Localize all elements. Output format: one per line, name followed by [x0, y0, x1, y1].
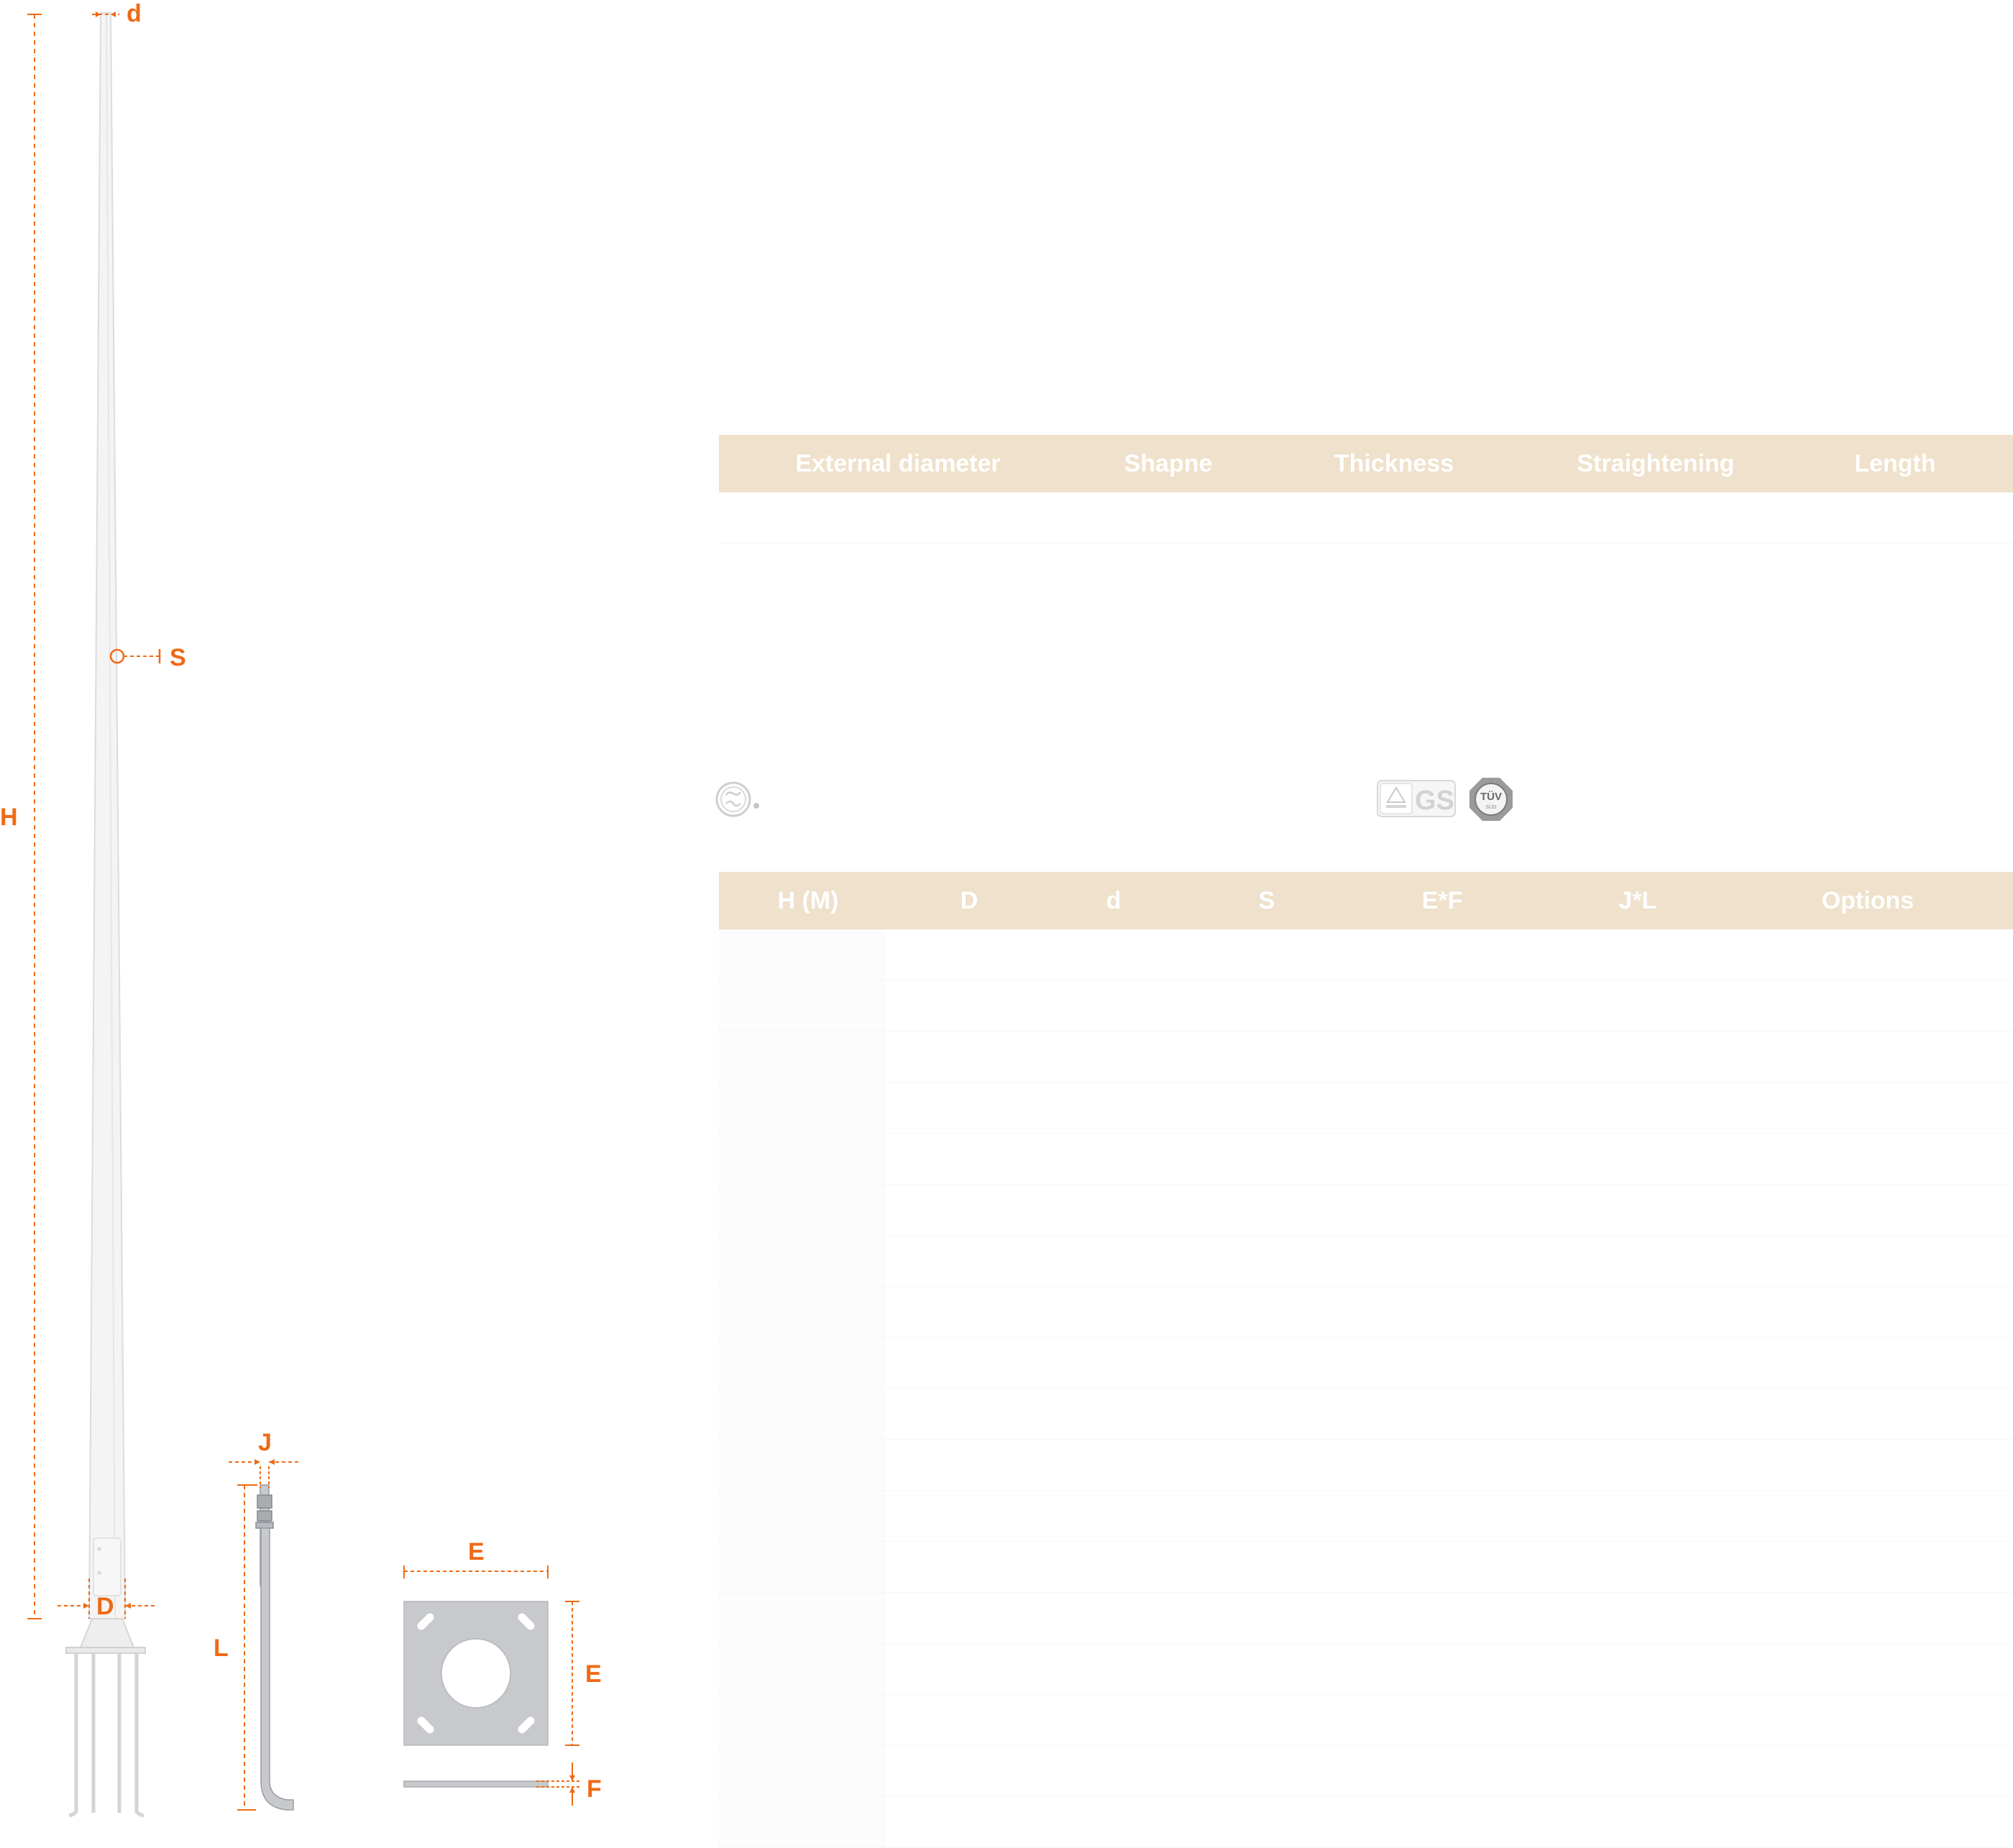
svg-text:GS: GS: [1415, 786, 1454, 816]
tuv-mark-icon: TÜV SÜD: [1469, 778, 1513, 821]
table-cell-height: [719, 980, 886, 1031]
table-cell-height: [719, 1593, 886, 1643]
size-table-header: H (M) D d S E*F J*L Options: [719, 872, 2013, 929]
table-row: [719, 492, 2013, 543]
dim-height: H: [0, 14, 42, 1619]
size-header-options: Options: [1821, 887, 1915, 914]
table-row: [719, 1287, 2013, 1338]
table-row: [719, 1542, 2013, 1593]
table-cell-height: [719, 1236, 886, 1286]
size-header-thickness: S: [1258, 887, 1275, 914]
table-cell-height: [719, 1695, 886, 1745]
table-row: [719, 1644, 2013, 1695]
dim-bolt-diameter: J: [229, 1429, 299, 1488]
table-row: [719, 1695, 2013, 1746]
dim-label-plate-height: E: [585, 1660, 602, 1688]
base-plate-side-view: [403, 1780, 549, 1788]
table-cell-height: [719, 1491, 886, 1541]
technical-drawing: d S H D J: [0, 0, 602, 1818]
table-row: [719, 1593, 2013, 1644]
spec-header-thickness: Thickness: [1334, 450, 1454, 477]
svg-text:SÜD: SÜD: [1486, 804, 1497, 810]
dim-plate-thickness: F: [536, 1762, 602, 1806]
base-plate-top-view: [403, 1601, 549, 1746]
size-header-height: H (M): [777, 887, 839, 914]
table-cell-height: [719, 1082, 886, 1133]
table-cell-height: [719, 1031, 886, 1082]
table-cell-height: [719, 1797, 886, 1847]
table-cell-height: [719, 1338, 886, 1388]
spec-header-straightening: Straightening: [1577, 450, 1735, 477]
dim-label-top-diameter: d: [127, 0, 142, 27]
dim-label-height: H: [0, 804, 18, 831]
spec-table: External diameter Shapne Thickness Strai…: [719, 435, 2013, 543]
dim-plate-width: E: [403, 1538, 549, 1578]
spec-table-header: External diameter Shapne Thickness Strai…: [719, 435, 2013, 492]
dim-label-plate-thickness: F: [587, 1775, 602, 1803]
table-row: [719, 1185, 2013, 1236]
table-row: [719, 1746, 2013, 1797]
light-pole: [65, 12, 146, 1818]
dim-bolt-length: L: [214, 1484, 257, 1811]
dim-label-wall-thickness: S: [170, 644, 186, 671]
anchor-bolt: [255, 1484, 294, 1811]
dim-base-diameter: D: [58, 1578, 155, 1620]
table-row: [719, 1031, 2013, 1082]
pole-shaft-edge: [106, 12, 116, 1619]
table-cell-height: [719, 1287, 886, 1337]
pole-anchor-legs: [68, 1653, 145, 1818]
table-cell-height: [719, 1542, 886, 1592]
pole-gusset: [79, 1618, 135, 1648]
spec-header-shape: Shapne: [1124, 450, 1213, 477]
csa-mark-icon: [715, 781, 759, 817]
size-table: H (M) D d S E*F J*L Options: [719, 872, 2013, 1848]
table-cell-height: [719, 1134, 886, 1184]
dim-wall-thickness: S: [109, 644, 186, 671]
table-row: [719, 1338, 2013, 1389]
size-header-anchor-bolt: J*L: [1618, 887, 1657, 914]
dim-label-base-diameter: D: [96, 1593, 114, 1620]
table-row: [719, 1236, 2013, 1287]
svg-text:TÜV: TÜV: [1480, 791, 1502, 803]
table-cell-height: [719, 929, 886, 980]
table-cell-height: [719, 1440, 886, 1490]
table-row: [719, 929, 2013, 980]
table-cell-height: [719, 1644, 886, 1694]
dim-plate-height: E: [565, 1601, 602, 1746]
table-cell-height: [719, 1746, 886, 1796]
spec-header-length: Length: [1854, 450, 1936, 477]
dim-label-plate-width: E: [468, 1538, 485, 1566]
size-header-top-diameter: d: [1106, 887, 1122, 914]
dim-label-bolt-diameter: J: [258, 1429, 272, 1456]
table-cell-height: [719, 1185, 886, 1235]
table-row: [719, 1134, 2013, 1185]
table-row: [719, 1440, 2013, 1491]
pole-base-plate: [65, 1647, 146, 1654]
size-table-body: [719, 929, 2013, 1848]
table-row: [719, 1389, 2013, 1440]
gs-mark-icon: GS: [1377, 780, 1456, 817]
size-header-base-plate: E*F: [1421, 887, 1463, 914]
table-cell-height: [719, 1389, 886, 1439]
spec-header-external-diameter: External diameter: [795, 450, 1001, 477]
table-row: [719, 1491, 2013, 1542]
dim-label-bolt-length: L: [214, 1635, 229, 1662]
table-row: [719, 1797, 2013, 1848]
pole-access-door: [93, 1537, 121, 1596]
table-row: [719, 980, 2013, 1031]
dim-top-diameter: d: [92, 0, 142, 27]
table-row: [719, 1082, 2013, 1134]
size-header-base-diameter: D: [960, 887, 978, 914]
